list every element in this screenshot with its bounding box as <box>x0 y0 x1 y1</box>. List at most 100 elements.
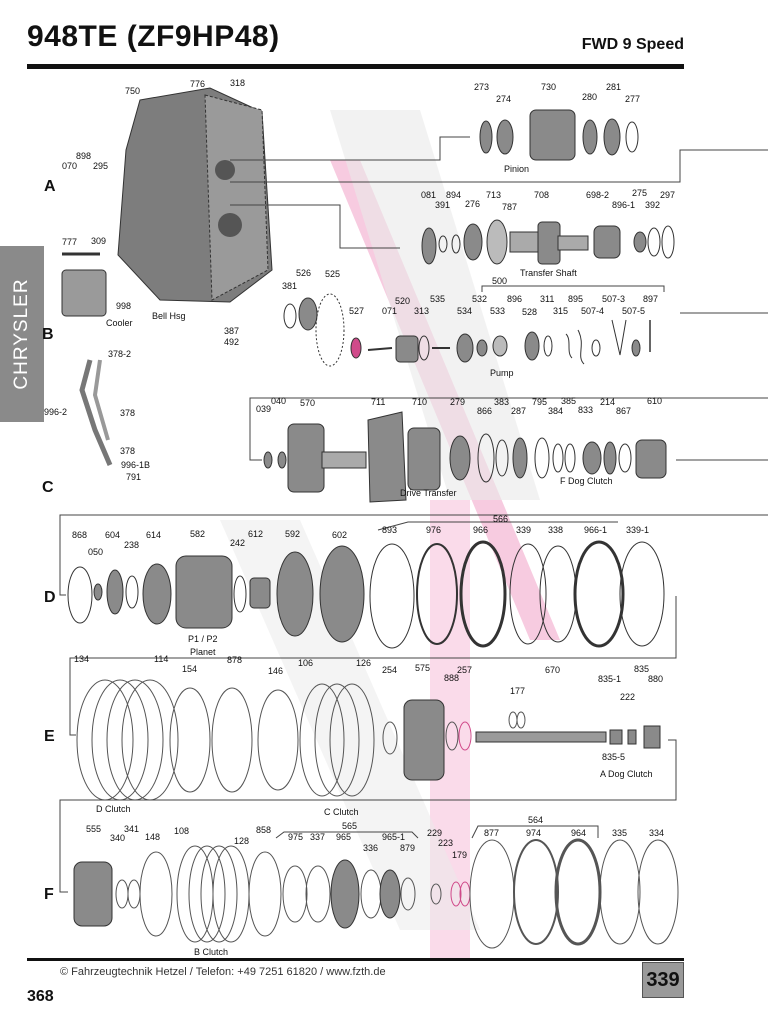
part-label: 279 <box>450 397 466 407</box>
part-label: 604 <box>105 530 121 540</box>
part-label: 254 <box>382 665 398 675</box>
part-label: 975 <box>288 832 304 842</box>
part-label: 996-1B <box>121 460 151 470</box>
bell-housing-part <box>117 87 273 303</box>
part-label: 893 <box>382 525 398 535</box>
part-label: 114 <box>154 654 169 664</box>
caption: Pump <box>490 368 514 378</box>
part-label: 276 <box>465 199 481 209</box>
part-label: 507-4 <box>581 306 605 316</box>
brand-tab: CHRYSLER <box>0 246 44 422</box>
part-label: 713 <box>486 190 502 200</box>
caption: Drive Transfer <box>400 488 457 498</box>
part-label: 318 <box>230 78 246 88</box>
part-label: 277 <box>625 94 641 104</box>
part-label: 081 <box>421 190 437 200</box>
part-label: 520 <box>395 296 411 306</box>
part-label: 148 <box>145 832 161 842</box>
part-label: 565 <box>342 821 358 831</box>
part-label: 297 <box>660 190 676 200</box>
part-label: 381 <box>282 281 298 291</box>
part-label: 835-1 <box>598 674 622 684</box>
part-label: 500 <box>492 276 508 286</box>
part-label: 108 <box>174 826 190 836</box>
part-label: 126 <box>356 658 372 668</box>
part-label: 222 <box>620 692 636 702</box>
part-label: 177 <box>510 686 526 696</box>
part-label: 378 <box>120 408 136 418</box>
part-label: 795 <box>532 397 548 407</box>
part-label: 575 <box>415 663 431 673</box>
part-label: 877 <box>484 828 500 838</box>
part-label: 378 <box>120 446 136 456</box>
section-b-label: B <box>42 326 54 343</box>
part-label: 274 <box>496 94 512 104</box>
part-label: 223 <box>438 838 454 848</box>
part-label: 134 <box>74 654 90 664</box>
part-label: 387 <box>224 326 240 336</box>
part-label: 964 <box>571 828 587 838</box>
part-label: 698-2 <box>586 190 610 200</box>
part-label: 878 <box>227 655 243 665</box>
part-label: 966-1 <box>584 525 608 535</box>
part-label: 391 <box>435 200 451 210</box>
part-label: 534 <box>457 306 473 316</box>
part-label: 070 <box>62 161 78 171</box>
page-box: 339 <box>642 962 684 998</box>
part-label: 898 <box>76 151 92 161</box>
caption: P1 / P2 <box>188 634 218 644</box>
part-label: 888 <box>444 673 460 683</box>
part-label: 280 <box>582 92 598 102</box>
part-label: 670 <box>545 665 561 675</box>
part-label: 974 <box>526 828 542 838</box>
part-label: 339 <box>516 525 532 535</box>
cooler-part <box>61 269 107 317</box>
part-label: 610 <box>647 396 663 406</box>
page-number: 368 <box>27 988 54 1005</box>
part-label: 602 <box>332 530 348 540</box>
section-e-label: E <box>44 728 55 745</box>
part-label: 965 <box>336 832 352 842</box>
header-rule <box>27 64 684 69</box>
part-label: 281 <box>606 82 622 92</box>
part-label: 730 <box>541 82 557 92</box>
part-label: 179 <box>452 850 468 860</box>
part-label: 154 <box>182 664 198 674</box>
part-label: 894 <box>446 190 462 200</box>
part-label: 273 <box>474 82 490 92</box>
page-title: 948TE (ZF9HP48) <box>27 20 280 53</box>
part-label: 532 <box>472 294 488 304</box>
part-label: 128 <box>234 836 250 846</box>
part-label: 311 <box>540 294 555 304</box>
part-label: 229 <box>427 828 443 838</box>
caption: F Dog Clutch <box>560 476 613 486</box>
part-label: 313 <box>414 306 430 316</box>
part-label: 835-5 <box>602 752 626 762</box>
part-label: 341 <box>124 824 140 834</box>
part-label: 776 <box>190 79 206 89</box>
part-label: 384 <box>548 406 564 416</box>
part-label: 340 <box>110 833 126 843</box>
section-f-label: F <box>44 886 54 903</box>
part-label: 566 <box>493 514 509 524</box>
part-label: 146 <box>268 666 284 676</box>
part-label: 335 <box>612 828 628 838</box>
part-label: 383 <box>494 397 510 407</box>
part-label: 337 <box>310 832 326 842</box>
part-label: 880 <box>648 674 664 684</box>
part-label: 895 <box>568 294 584 304</box>
caption: A Dog Clutch <box>600 769 653 779</box>
assembly-lines <box>59 136 768 893</box>
part-label: 528 <box>522 307 538 317</box>
transfer-shaft-parts <box>421 219 675 265</box>
clutch-f-parts <box>73 838 679 949</box>
caption: B Clutch <box>194 947 229 957</box>
section-a-label: A <box>44 178 56 195</box>
part-label: 309 <box>91 236 107 246</box>
caption: C Clutch <box>324 807 359 817</box>
part-label: 612 <box>248 529 264 539</box>
part-label: 996-2 <box>44 407 68 417</box>
pinion-parts <box>479 109 639 161</box>
part-label: 315 <box>553 306 569 316</box>
